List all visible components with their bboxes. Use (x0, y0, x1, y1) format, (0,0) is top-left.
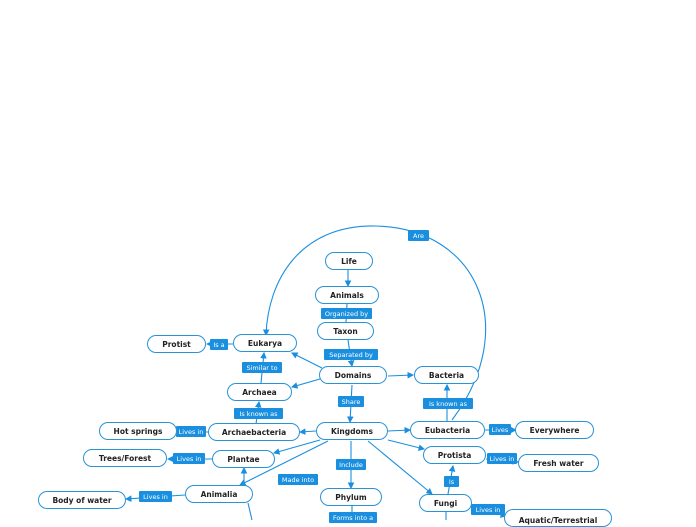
link-kingdoms-animalia (239, 440, 329, 486)
label-lives-in-aquatic: Lives in (471, 504, 505, 515)
label-is: Is (444, 476, 459, 487)
label-is-known-as-archaea: Is known as (234, 408, 283, 419)
node-animals[interactable]: Animals (315, 286, 379, 304)
label-lives-everywhere: Lives (489, 424, 511, 435)
node-eukarya[interactable]: Eukarya (233, 334, 297, 352)
label-made-into: Made into (278, 474, 318, 485)
node-archaea[interactable]: Archaea (227, 383, 292, 401)
node-hot-springs[interactable]: Hot springs (99, 422, 177, 440)
node-plantae[interactable]: Plantae (212, 450, 275, 468)
link-kingdoms-fungi (367, 440, 433, 495)
label-lives-in-freshwater: Lives in (487, 453, 517, 464)
node-fresh-water[interactable]: Fresh water (518, 454, 599, 472)
node-protista[interactable]: Protista (423, 446, 486, 464)
node-eubacteria[interactable]: Eubacteria (410, 421, 485, 439)
link-domains-bacteria (387, 371, 415, 379)
label-organized-by: Organized by (321, 308, 372, 319)
label-forms-into-a: Forms into a (329, 512, 377, 523)
label-is-a: Is a (210, 339, 228, 350)
node-life[interactable]: Life (325, 252, 373, 270)
node-body-of-water[interactable]: Body of water (38, 491, 126, 509)
label-similar-to: Similar to (242, 362, 282, 373)
node-archaebacteria[interactable]: Archaebacteria (208, 423, 300, 441)
node-domains[interactable]: Domains (319, 366, 387, 384)
label-is-known-as-bacteria: Is known as (423, 398, 473, 409)
link-domains-archaea (290, 378, 321, 389)
link-domains-eukarya (291, 352, 323, 369)
label-lives-in-bodyofwater: Lives in (139, 491, 172, 502)
node-trees-forest[interactable]: Trees/Forest (83, 449, 167, 467)
link-animalia-down (247, 502, 253, 520)
node-protist[interactable]: Protist (147, 335, 206, 353)
link-kingdoms-archaebacteria (298, 428, 317, 435)
link-kingdoms-protista (387, 439, 426, 451)
label-separated-by: Separated by (324, 349, 378, 360)
label-include: Include (336, 459, 366, 470)
node-animalia[interactable]: Animalia (185, 485, 253, 503)
link-are-arc (262, 225, 487, 421)
link-kingdoms-eubacteria (387, 426, 412, 434)
node-everywhere[interactable]: Everywhere (515, 421, 594, 439)
label-are: Are (408, 230, 429, 241)
label-share: Share (338, 396, 364, 407)
node-phylum[interactable]: Phylum (320, 488, 382, 506)
link-kingdoms-plantae (272, 439, 321, 455)
node-bacteria[interactable]: Bacteria (414, 366, 479, 384)
label-lives-in-hotsprings: Lives in (176, 426, 206, 437)
node-kingdoms[interactable]: Kingdoms (316, 422, 388, 440)
node-taxon[interactable]: Taxon (317, 322, 374, 340)
node-aquatic-terrestrial[interactable]: Aquatic/Terrestrial (504, 509, 612, 527)
label-lives-in-trees: Lives in (173, 453, 205, 464)
node-fungi[interactable]: Fungi (419, 494, 472, 512)
